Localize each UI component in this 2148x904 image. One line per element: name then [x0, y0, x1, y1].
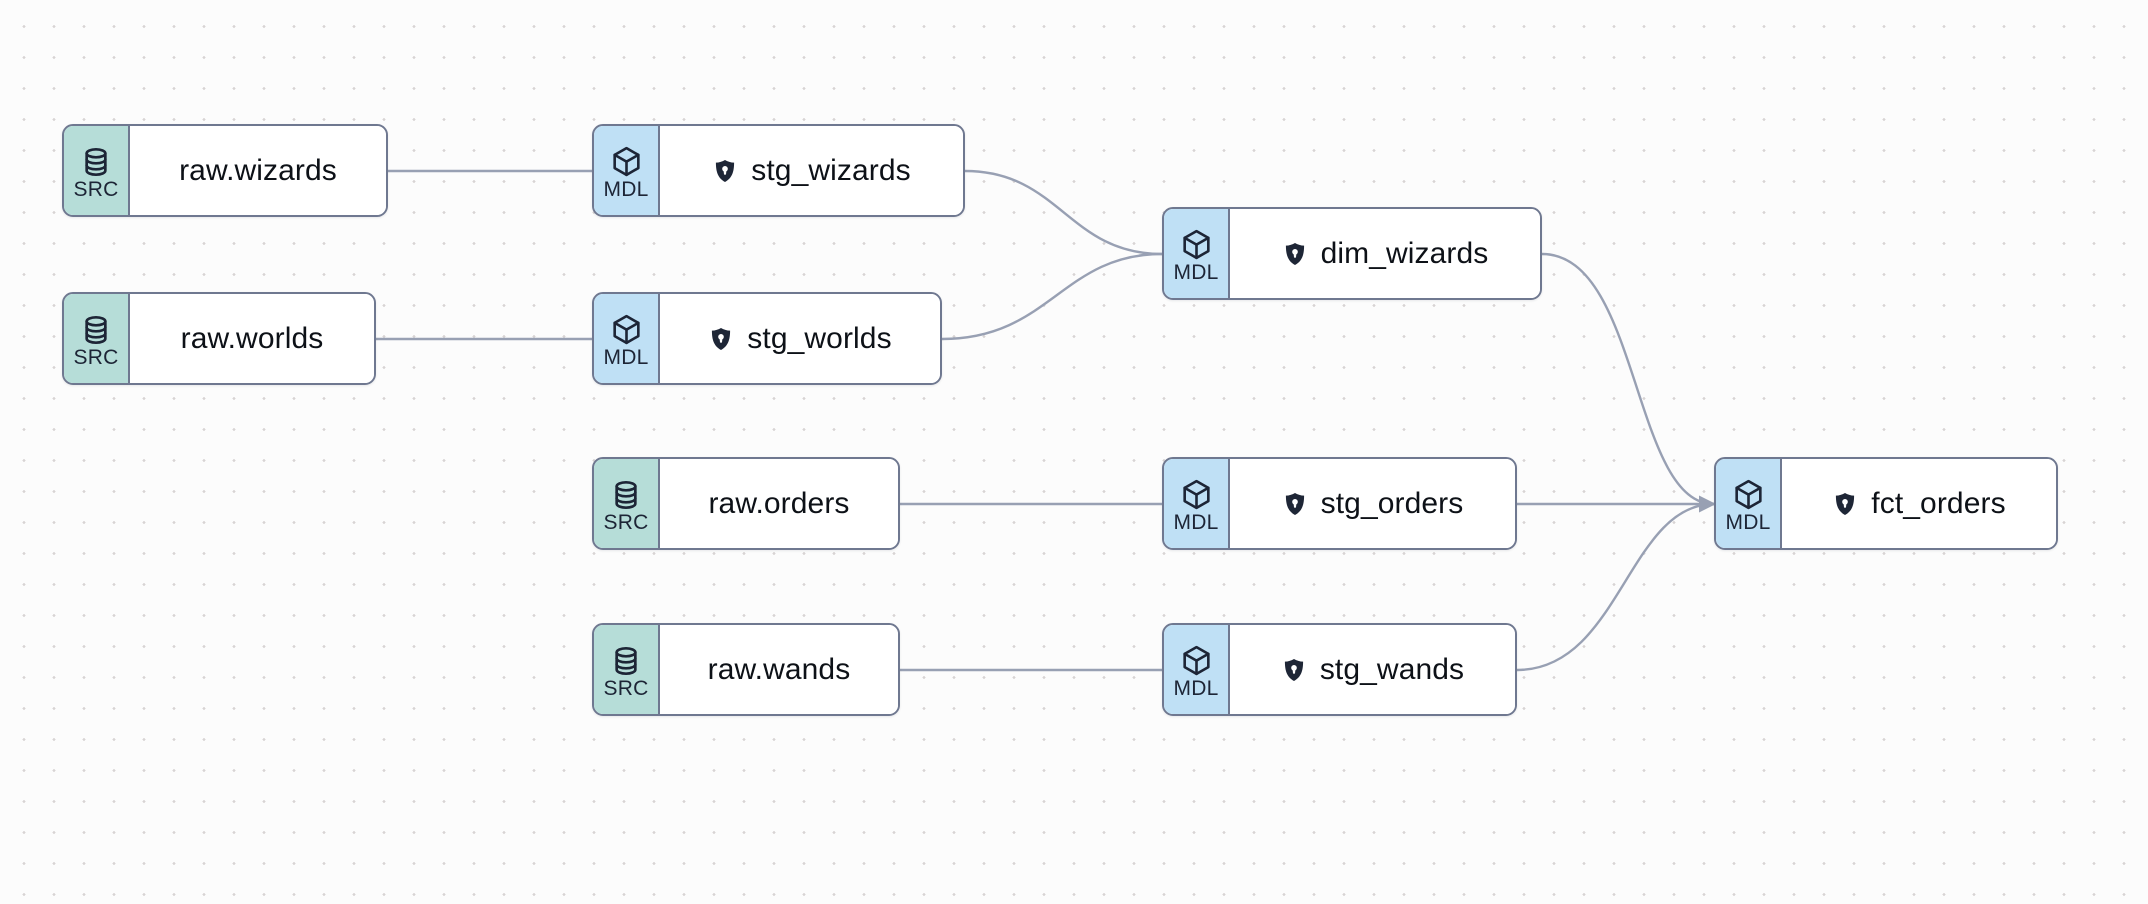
node-label: stg_orders: [1320, 486, 1464, 520]
node-badge-mdl: MDL: [594, 126, 660, 215]
database-icon: [80, 314, 112, 346]
node-stg-worlds[interactable]: MDL stg_worlds: [592, 292, 942, 385]
node-badge-src: SRC: [64, 126, 130, 215]
database-icon: [610, 645, 642, 677]
cube-icon: [1180, 644, 1213, 677]
node-label: fct_orders: [1871, 486, 2006, 520]
node-raw-orders[interactable]: SRC raw.orders: [592, 457, 900, 550]
node-badge-src: SRC: [594, 459, 660, 548]
cube-icon: [610, 313, 643, 346]
edge-dim-wizards-to-fct-orders: [1540, 252, 1716, 513]
node-body: raw.worlds: [130, 294, 374, 383]
node-badge-mdl: MDL: [594, 294, 660, 383]
edge-stg-worlds-to-dim-wizards: [940, 252, 1164, 341]
shield-lock-icon: [712, 158, 738, 184]
node-label: stg_wizards: [751, 153, 911, 187]
cube-icon: [610, 145, 643, 178]
cube-icon: [1180, 478, 1213, 511]
node-badge-label: MDL: [603, 178, 649, 201]
database-icon: [80, 146, 112, 178]
node-body: stg_worlds: [660, 294, 940, 383]
cube-icon: [1180, 228, 1213, 261]
node-raw-wizards[interactable]: SRC raw.wizards: [62, 124, 388, 217]
node-label: raw.wands: [707, 652, 851, 686]
node-label: raw.wizards: [179, 153, 337, 187]
node-body: raw.wands: [660, 625, 898, 714]
node-body: stg_wands: [1230, 625, 1515, 714]
node-label: stg_wands: [1319, 652, 1465, 686]
node-body: dim_wizards: [1230, 209, 1540, 298]
node-badge-src: SRC: [594, 625, 660, 714]
shield-lock-icon: [708, 326, 734, 352]
node-badge-label: MDL: [603, 346, 649, 369]
node-badge-mdl: MDL: [1164, 459, 1230, 548]
node-badge-src: SRC: [64, 294, 130, 383]
database-icon: [610, 479, 642, 511]
node-stg-wizards[interactable]: MDL stg_wizards: [592, 124, 965, 217]
node-badge-mdl: MDL: [1164, 209, 1230, 298]
node-label: dim_wizards: [1320, 236, 1489, 270]
node-label: raw.worlds: [180, 321, 324, 355]
shield-lock-icon: [1282, 491, 1308, 517]
node-badge-label: SRC: [73, 177, 119, 201]
node-raw-wands[interactable]: SRC raw.wands: [592, 623, 900, 716]
shield-lock-icon: [1832, 491, 1858, 517]
node-body: raw.orders: [660, 459, 898, 548]
node-body: stg_wizards: [660, 126, 963, 215]
node-badge-mdl: MDL: [1164, 625, 1230, 714]
node-label: stg_worlds: [747, 321, 892, 355]
node-badge-mdl: MDL: [1716, 459, 1782, 548]
edge-stg-wands-to-fct-orders: [1515, 495, 1716, 672]
node-body: stg_orders: [1230, 459, 1515, 548]
node-badge-label: MDL: [1173, 261, 1219, 284]
node-badge-label: SRC: [73, 345, 119, 369]
node-stg-orders[interactable]: MDL stg_orders: [1162, 457, 1517, 550]
node-stg-wands[interactable]: MDL stg_wands: [1162, 623, 1517, 716]
node-badge-label: SRC: [603, 676, 649, 700]
node-dim-wizards[interactable]: MDL dim_wizards: [1162, 207, 1542, 300]
node-label: raw.orders: [708, 486, 850, 520]
node-badge-label: MDL: [1725, 511, 1771, 534]
cube-icon: [1732, 478, 1765, 511]
shield-lock-icon: [1282, 241, 1308, 267]
edge-stg-wizards-to-dim-wizards: [963, 169, 1164, 256]
node-raw-worlds[interactable]: SRC raw.worlds: [62, 292, 376, 385]
node-badge-label: MDL: [1173, 511, 1219, 534]
node-body: raw.wizards: [130, 126, 386, 215]
node-fct-orders[interactable]: MDL fct_orders: [1714, 457, 2058, 550]
node-badge-label: SRC: [603, 510, 649, 534]
node-body: fct_orders: [1782, 459, 2056, 548]
shield-lock-icon: [1281, 657, 1307, 683]
node-badge-label: MDL: [1173, 677, 1219, 700]
